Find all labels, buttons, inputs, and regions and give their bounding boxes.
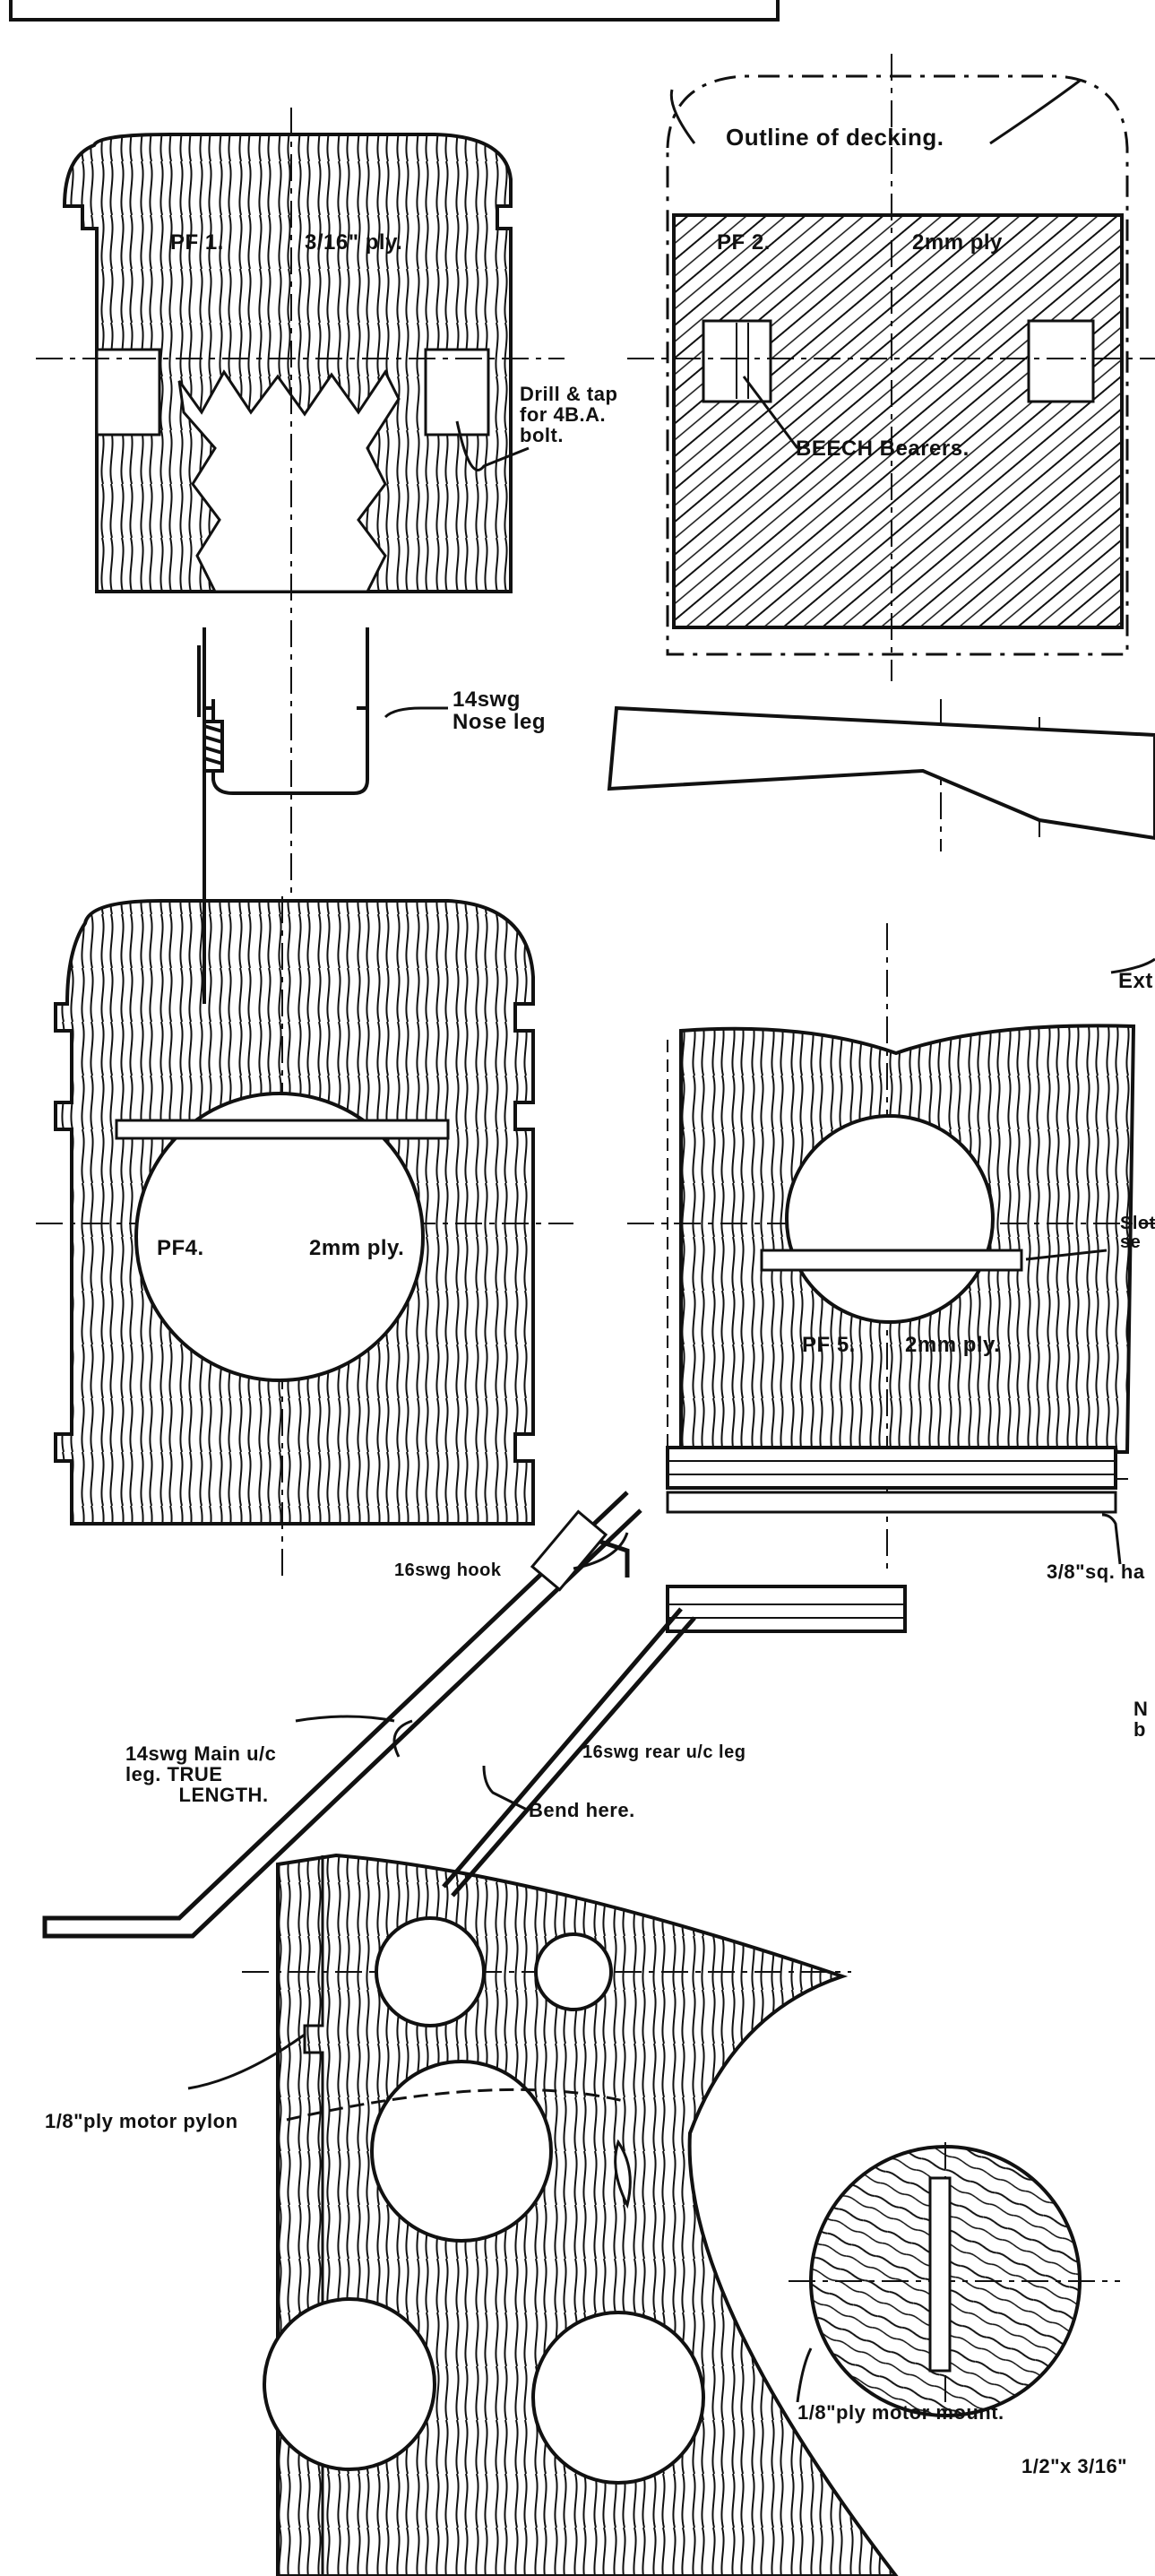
motor-pylon (263, 1853, 899, 2576)
label-pf2-ply: 2mm ply (912, 230, 1003, 255)
former-pf1 (62, 133, 513, 593)
label-ext: Ext (1118, 969, 1153, 993)
label-hook: 16swg hook (394, 1560, 502, 1580)
label-sq-hardwood: 3/8"sq. ha (1047, 1560, 1145, 1583)
leader-lines (187, 79, 1155, 2403)
label-bend-here: Bend here. (529, 1799, 635, 1821)
title-box-frame (9, 0, 780, 22)
label-pf4: PF4. (157, 1236, 204, 1260)
former-pf2 (666, 74, 1129, 656)
label-main-uc-leg: 14swg Main u/c leg. TRUE LENGTH. (125, 1742, 277, 1807)
label-outline-decking: Outline of decking. (726, 124, 944, 151)
label-dimension: 1/2"x 3/16" (1021, 2455, 1128, 2477)
motor-mount (809, 2145, 1082, 2417)
label-n-b: N b (1133, 1698, 1149, 1742)
label-pf1-ply: 3/16" ply. (305, 230, 403, 255)
label-pf1: PF 1. (170, 230, 224, 255)
former-pf5 (666, 1024, 1136, 1633)
label-drill-tap: Drill & tap for 4B.A. bolt. (520, 383, 618, 447)
label-pf5-ply: 2mm ply. (905, 1333, 1001, 1357)
nose-leg-wire (197, 627, 369, 1004)
label-beech-bearers: BEECH Bearers. (796, 437, 970, 461)
label-motor-mount: 1/8"ply motor mount. (797, 2401, 1004, 2424)
label-pf5: PF 5. (802, 1333, 856, 1357)
label-slot: Slot se (1120, 1214, 1155, 1252)
label-rear-uc-leg: 16swg rear u/c leg (582, 1742, 746, 1762)
undercarriage-legs (42, 1491, 696, 1939)
former-pf4 (54, 899, 535, 1526)
tailplane-section (607, 705, 1155, 841)
label-nose-leg: 14swg Nose leg (453, 687, 547, 735)
label-motor-pylon: 1/8"ply motor pylon (45, 2110, 238, 2132)
label-pf2: PF 2. (717, 230, 771, 255)
label-pf4-ply: 2mm ply. (309, 1236, 405, 1260)
